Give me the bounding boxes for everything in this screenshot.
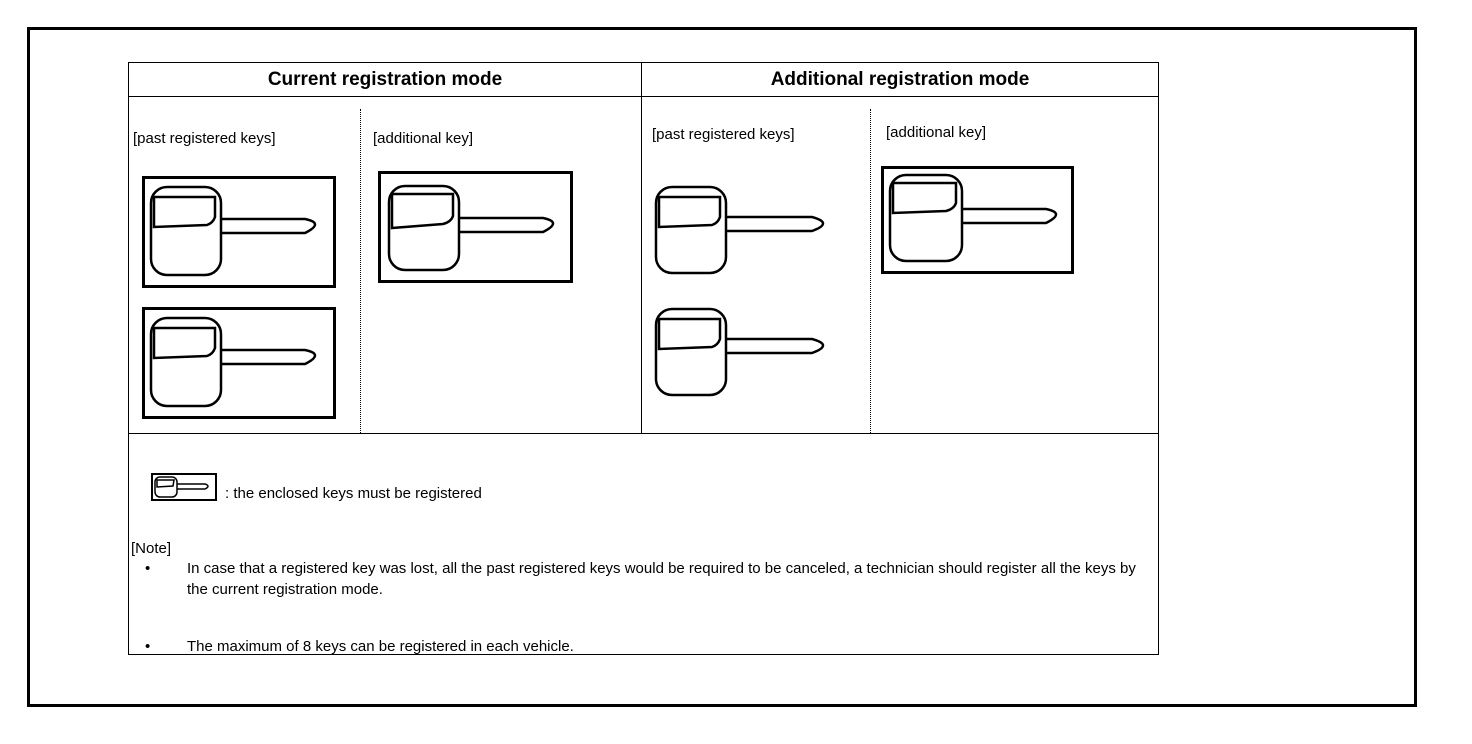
mode-divider: [641, 63, 642, 434]
key-icon: [154, 476, 209, 498]
note-item: The maximum of 8 keys can be registered …: [187, 638, 574, 655]
current-mode-column-divider: [360, 109, 361, 433]
additional-mode-column-divider: [870, 109, 871, 433]
additional-past-keys-label: [past registered keys]: [652, 126, 795, 143]
legend-text: : the enclosed keys must be registered: [225, 485, 482, 502]
enclosed-key-frame: [378, 171, 573, 283]
key-icon: [149, 316, 317, 408]
current-mode-title: Current registration mode: [267, 69, 503, 90]
document-frame: [27, 27, 1417, 707]
additional-mode-title: Additional registration mode: [770, 69, 1030, 90]
current-additional-key-label: [additional key]: [373, 130, 474, 147]
key-registration-table: Current registration mode Additional reg…: [128, 62, 1159, 655]
current-past-keys-label: [past registered keys]: [133, 130, 276, 147]
additional-additional-key-label: [additional key]: [886, 124, 987, 141]
key-icon: [387, 184, 555, 272]
key-icon: [654, 307, 825, 397]
key-icon: [654, 185, 825, 275]
header-divider: [129, 96, 1158, 97]
enclosed-key-frame: [142, 307, 336, 419]
legend-key-frame: [151, 473, 217, 501]
note-bullet: •: [145, 560, 151, 577]
note-heading: [Note]: [131, 540, 172, 557]
note-bullet: •: [145, 638, 151, 655]
enclosed-key-frame: [881, 166, 1074, 274]
legend-divider: [129, 433, 1158, 434]
note-item: In case that a registered key was lost, …: [187, 560, 1136, 598]
key-icon: [888, 173, 1058, 263]
key-icon: [149, 185, 317, 277]
enclosed-key-frame: [142, 176, 336, 288]
